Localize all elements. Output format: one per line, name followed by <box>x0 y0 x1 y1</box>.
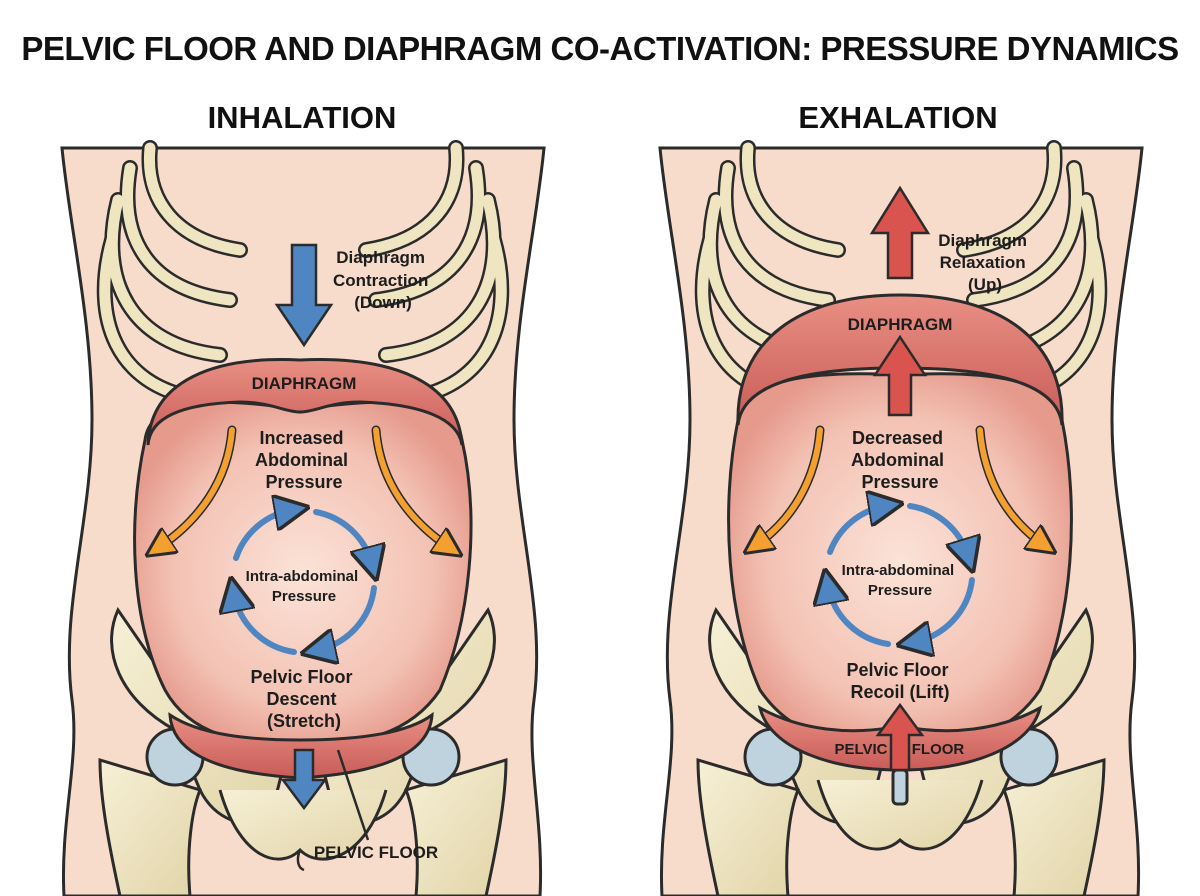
pelvic-floor-up-arrow <box>875 702 925 772</box>
pressure-cycle-left <box>234 510 374 652</box>
cycle-label-right: Intra-abdominal Pressure <box>842 562 959 599</box>
inhalation-panel: Diaphragm Contraction (Down) DIAPHRAGM I… <box>60 140 546 896</box>
pressure-arrow-left-r-fill <box>756 427 823 545</box>
pelvic-floor-down-arrow <box>280 748 328 811</box>
cycle-label-left: Intra-abdominal Pressure <box>246 568 363 605</box>
pressure-arrow-left-fill <box>158 427 235 548</box>
diaphragm-down-arrow <box>274 243 334 348</box>
pelvic-action-label-right: Pelvic Floor Recoil (Lift) <box>846 660 953 702</box>
pelvic-action-label-left: Pelvic Floor Descent (Stretch) <box>250 667 357 731</box>
exhalation-panel: Diaphragm Relaxation (Up) DIAPHRAGM Decr… <box>658 140 1144 896</box>
diaphragm-label-right: DIAPHRAGM <box>848 315 953 334</box>
page-title: PELVIC FLOOR AND DIAPHRAGM CO-ACTIVATION… <box>21 30 1179 67</box>
diaphragm-muscle-left <box>146 358 464 446</box>
diaphragm-label-left: DIAPHRAGM <box>252 374 357 393</box>
pressure-arrow-right-fill <box>373 427 450 548</box>
diaphragm-up-arrow-top <box>869 185 931 280</box>
inhalation-heading: INHALATION <box>207 100 397 135</box>
pelvic-label-right-a: PELVIC <box>834 741 887 758</box>
diaphragm-up-arrow-mid <box>872 334 928 417</box>
abdominal-pressure-label-left: Increased Abdominal Pressure <box>255 428 353 492</box>
diaphragm-action-label-right: Diaphragm Relaxation (Up) <box>938 231 1032 294</box>
pelvic-floor-pointer <box>336 749 370 841</box>
exhalation-heading: EXHALATION <box>798 100 998 135</box>
pubic-line <box>296 849 305 872</box>
diaphragm-action-label-left: Diaphragm Contraction (Down) <box>333 248 433 312</box>
ribcage-left <box>96 140 510 406</box>
pressure-cycle-right <box>828 506 972 644</box>
pelvic-floor-muscle-left <box>168 711 434 780</box>
abdominal-pressure-label-right: Decreased Abdominal Pressure <box>851 428 949 492</box>
pelvic-floor-label-left: PELVIC FLOOR <box>314 843 438 862</box>
pelvic-label-right-b: FLOOR <box>912 741 965 758</box>
pressure-arrow-right-r-fill <box>977 427 1044 545</box>
